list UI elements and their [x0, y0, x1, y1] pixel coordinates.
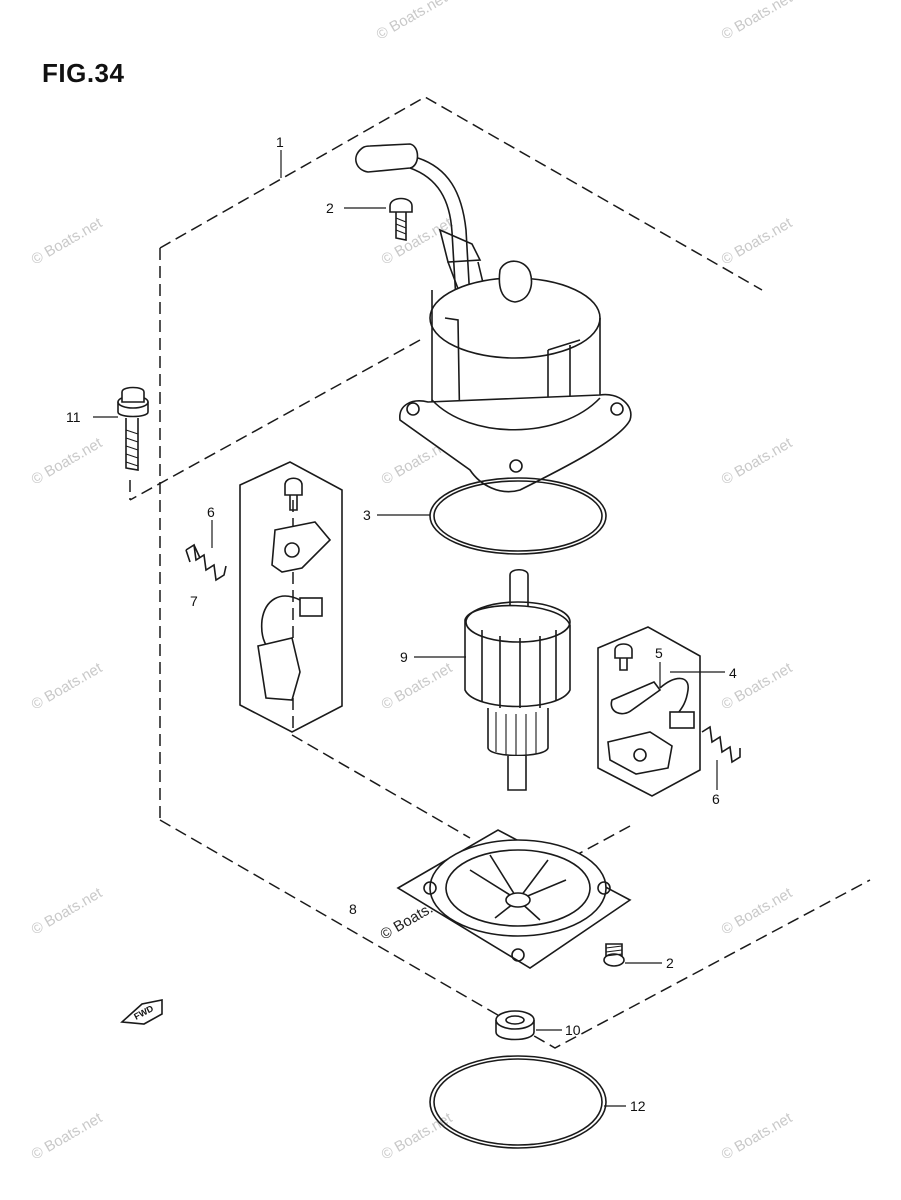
watermark: © Boats.net	[374, 0, 451, 43]
watermark: © Boats.net	[719, 434, 796, 488]
callout-4: 4	[729, 665, 737, 681]
o-ring-12	[429, 1055, 607, 1149]
watermark: © Boats.net	[29, 884, 106, 938]
callout-2-bottom: 2	[666, 955, 674, 971]
callout-numbers: 1 2 11 3 6 7 9 5 4 6 8 2 10 12	[66, 134, 737, 1114]
brush-set-parts	[607, 643, 695, 775]
figure-title: FIG.34	[42, 58, 125, 88]
end-plate-8	[396, 829, 632, 969]
spring-right	[701, 725, 741, 764]
callout-10: 10	[565, 1022, 581, 1038]
watermark: © Boats.net	[29, 434, 106, 488]
screw-top	[389, 197, 413, 241]
motor-housing	[355, 143, 632, 493]
watermark: © Boats.net	[719, 884, 796, 938]
watermark: © Boats.net	[719, 0, 796, 43]
bolt-11	[117, 386, 149, 471]
watermark: © Boats.net	[719, 1109, 796, 1163]
callout-8: 8	[349, 901, 357, 917]
watermark: © Boats.net	[29, 659, 106, 713]
callout-6-right: 6	[712, 791, 720, 807]
callout-12: 12	[630, 1098, 646, 1114]
callout-2-top: 2	[326, 200, 334, 216]
callout-9: 9	[400, 649, 408, 665]
callout-5: 5	[655, 645, 663, 661]
watermark: © Boats.net	[379, 659, 456, 713]
callout-3: 3	[363, 507, 371, 523]
callout-1: 1	[276, 134, 284, 150]
callout-7: 7	[190, 593, 198, 609]
spring-left	[185, 543, 227, 582]
forward-arrow-icon: FWD	[120, 999, 163, 1025]
armature-9	[464, 568, 571, 791]
brush-holder-parts	[257, 477, 332, 701]
callout-11: 11	[66, 409, 81, 425]
watermark: © Boats.net	[29, 214, 106, 268]
watermark-layer: © Boats.net © Boats.net © Boats.net © Bo…	[29, 0, 796, 1163]
grommet-10	[495, 1010, 535, 1041]
watermark: © Boats.net	[379, 1109, 456, 1163]
watermark: © Boats.net	[719, 214, 796, 268]
watermark: © Boats.net	[29, 1109, 106, 1163]
o-ring-3	[429, 477, 607, 555]
screw-bottom	[603, 943, 625, 967]
leader-lines	[93, 150, 725, 1107]
watermark: © Boats.net	[379, 214, 456, 268]
callout-6-left: 6	[207, 504, 215, 520]
